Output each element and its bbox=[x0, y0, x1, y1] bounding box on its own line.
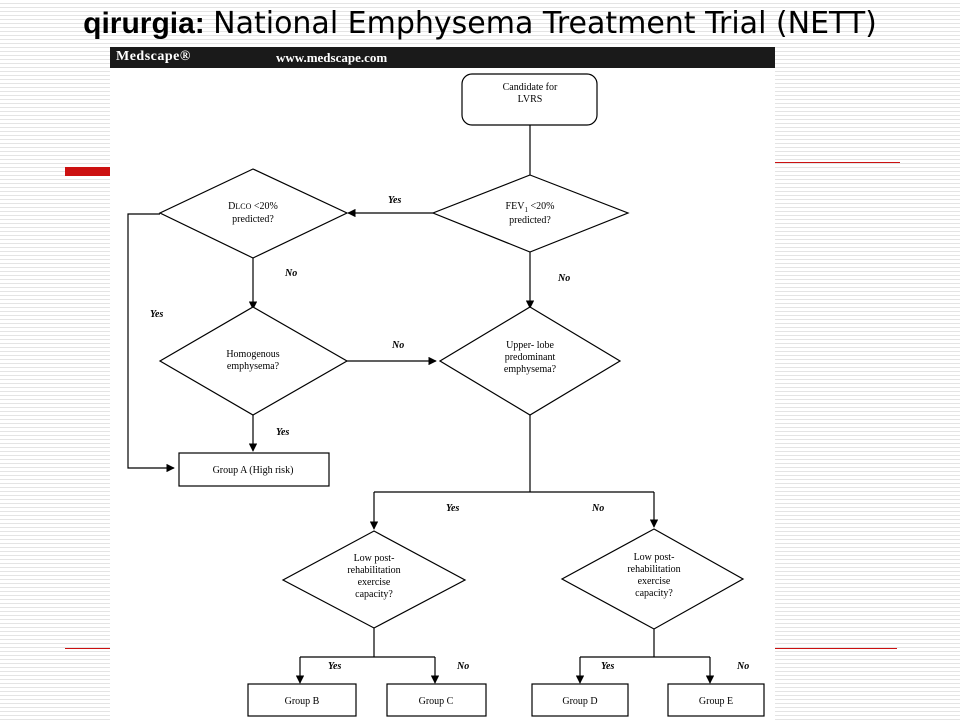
red-rule-bottom-left bbox=[65, 648, 110, 649]
node-low-right bbox=[560, 528, 745, 630]
upperlobe-line-3: emphysema? bbox=[504, 364, 557, 375]
group-c-label: Group C bbox=[419, 696, 454, 707]
node-candidate bbox=[461, 73, 598, 126]
node-group-e bbox=[667, 683, 765, 717]
candidate-line-1: Candidate for bbox=[503, 82, 558, 93]
edge-dlco-groupa bbox=[127, 213, 175, 473]
lowleft-line-1: Low post- bbox=[354, 553, 395, 564]
lowleft-line-2: rehabilitation bbox=[347, 565, 400, 576]
yes-label-upperlobe-lowleft: Yes bbox=[446, 503, 459, 514]
group-a-label: Group A (High risk) bbox=[213, 465, 294, 476]
lowright-line-1: Low post- bbox=[634, 552, 675, 563]
no-label-dlco-homogenous: No bbox=[284, 268, 297, 279]
medscape-banner: Medscape® www.medscape.com bbox=[110, 47, 775, 68]
node-dlco bbox=[158, 168, 349, 259]
no-label-homogenous-upperlobe: No bbox=[391, 340, 404, 351]
yes-label-dlco-groupa: Yes bbox=[150, 309, 163, 320]
lowright-line-3: exercise bbox=[638, 576, 671, 587]
yes-label-fev1-dlco: Yes bbox=[388, 195, 401, 206]
slide-title: qirurgia: National Emphysema Treatment T… bbox=[0, 6, 960, 41]
lowleft-line-3: exercise bbox=[358, 577, 391, 588]
node-group-c bbox=[386, 683, 487, 717]
medscape-url: www.medscape.com bbox=[276, 50, 388, 65]
no-label-fev1-upperlobe: No bbox=[557, 273, 570, 284]
lowleft-line-4: capacity? bbox=[355, 589, 393, 600]
lowright-line-2: rehabilitation bbox=[627, 564, 680, 575]
homogenous-line-1: Homogenous bbox=[226, 349, 279, 360]
upperlobe-line-2: predominant bbox=[505, 352, 556, 363]
node-upper-lobe bbox=[438, 306, 622, 416]
upperlobe-line-1: Upper- lobe bbox=[506, 340, 554, 351]
node-low-left bbox=[281, 530, 467, 629]
group-d-label: Group D bbox=[562, 696, 597, 707]
node-homogenous bbox=[158, 306, 349, 416]
flowchart-diagram: Candidate for LVRS FEV1 <20% predicted? … bbox=[127, 73, 765, 717]
group-b-label: Group B bbox=[285, 696, 320, 707]
red-rule-bottom-right bbox=[775, 648, 897, 649]
red-accent-bar bbox=[65, 167, 110, 176]
yes-label-lowleft-groupb: Yes bbox=[328, 661, 341, 672]
node-group-d bbox=[531, 683, 629, 717]
node-fev1 bbox=[431, 174, 630, 253]
dlco-line-2: predicted? bbox=[232, 214, 274, 225]
title-prefix: qirurgia: bbox=[83, 7, 205, 40]
fev1-line-2: predicted? bbox=[509, 215, 551, 226]
yes-label-homogenous-groupa: Yes bbox=[276, 427, 289, 438]
node-group-a bbox=[178, 452, 330, 487]
group-e-label: Group E bbox=[699, 696, 733, 707]
dlco-line-1: DLCO <20% bbox=[228, 201, 278, 212]
fev1-line-1: FEV1 <20% bbox=[506, 201, 555, 214]
no-label-lowleft-groupc: No bbox=[456, 661, 469, 672]
node-group-b bbox=[247, 683, 357, 717]
medscape-logo: Medscape® bbox=[116, 49, 191, 64]
red-rule-top bbox=[775, 162, 900, 163]
yes-label-lowright-groupd: Yes bbox=[601, 661, 614, 672]
homogenous-line-2: emphysema? bbox=[227, 361, 280, 372]
candidate-line-2: LVRS bbox=[518, 94, 543, 105]
no-label-upperlobe-lowright: No bbox=[591, 503, 604, 514]
title-text: National Emphysema Treatment Trial (NETT… bbox=[213, 6, 877, 41]
no-label-lowright-groupe: No bbox=[736, 661, 749, 672]
flowchart-figure: Medscape® www.medscape.com bbox=[110, 47, 775, 720]
lowright-line-4: capacity? bbox=[635, 588, 673, 599]
